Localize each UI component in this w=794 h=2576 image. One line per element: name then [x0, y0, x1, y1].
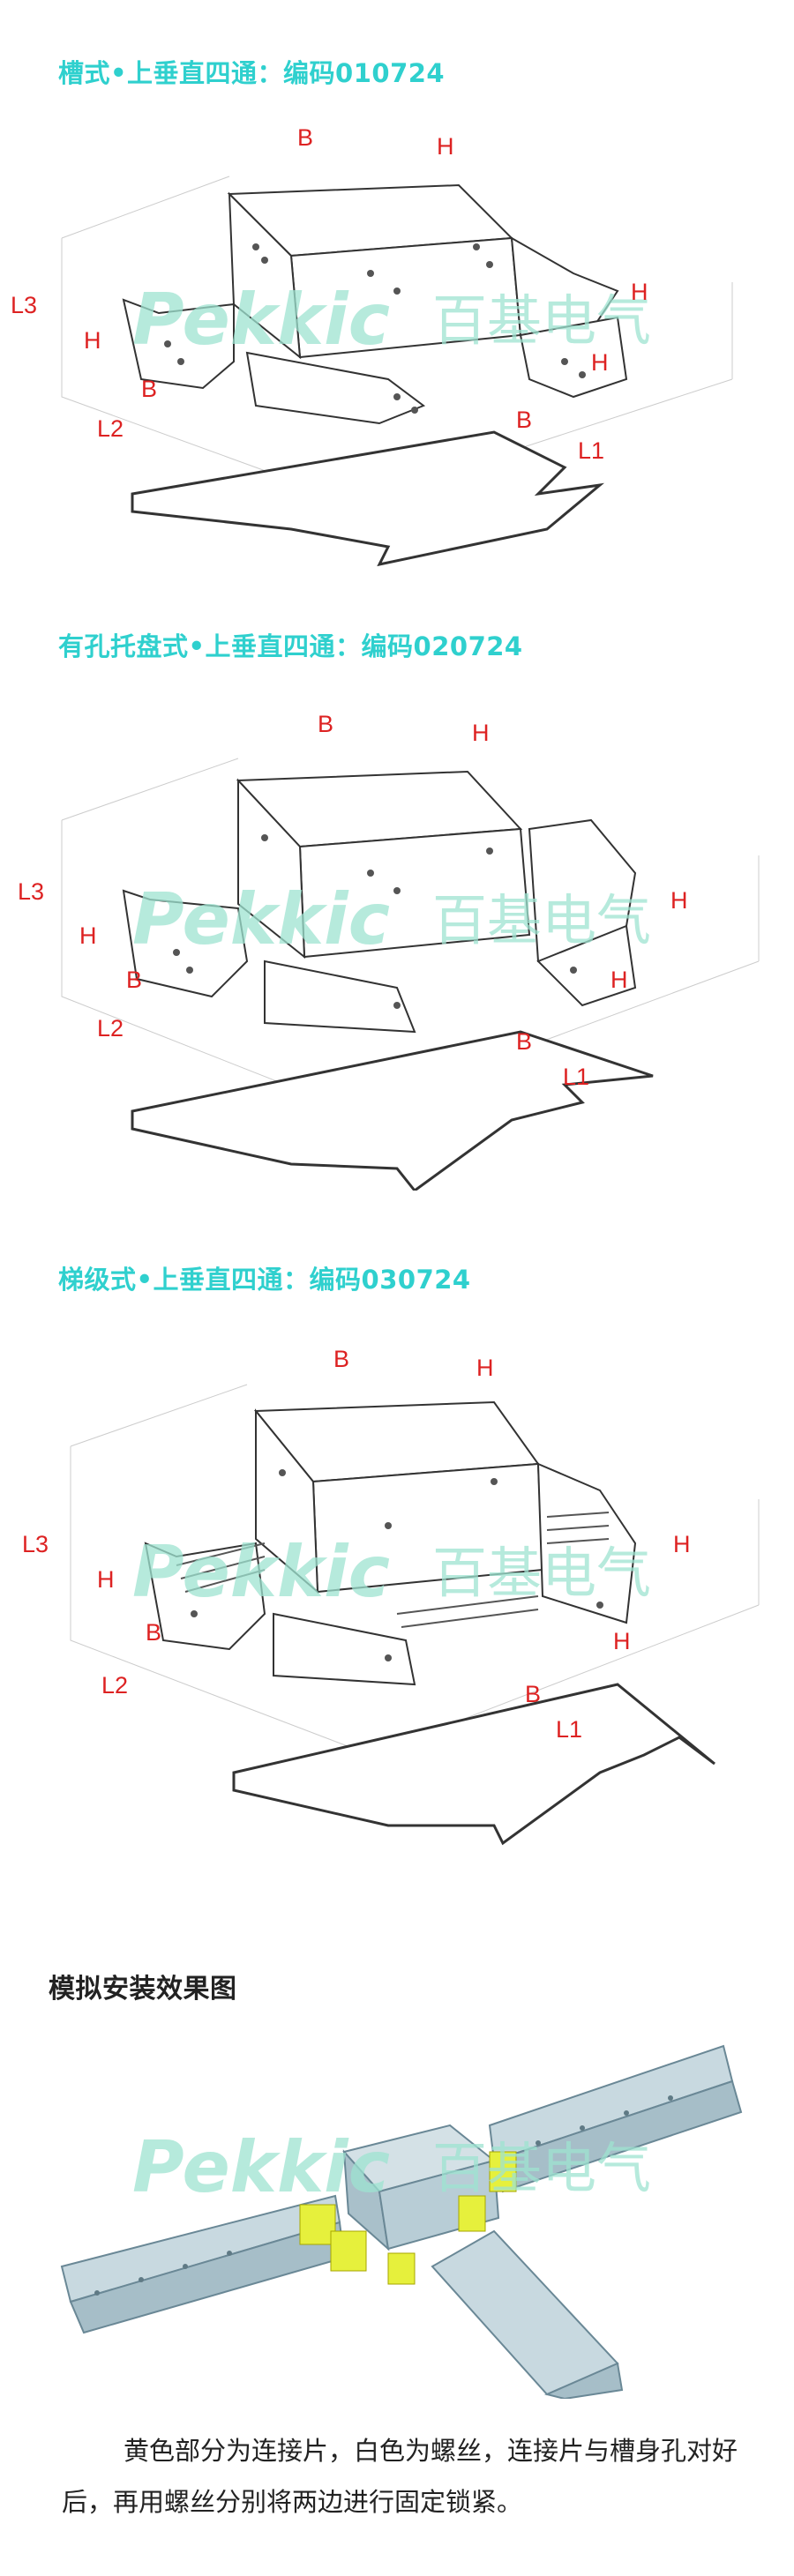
dim-b-top: B: [297, 124, 313, 151]
watermark-cn: 百基电气: [432, 288, 651, 353]
watermark-cn: 百基电气: [432, 1541, 651, 1605]
dim-l1: L1: [556, 1716, 582, 1743]
dim-b-left: B: [141, 376, 157, 402]
dim-h-right: H: [631, 279, 648, 305]
dim-b-top: B: [318, 711, 333, 737]
installation-simulation: Pekkic 百基电气: [60, 2044, 743, 2399]
watermark-latin: Pekkic: [132, 2126, 390, 2208]
dim-l3: L3: [11, 292, 37, 318]
section-title-perforated: 有孔托盘式•上垂直四通：编码020724: [58, 631, 523, 661]
dim-b-base: B: [516, 407, 532, 433]
dim-h-right2: H: [591, 349, 609, 376]
watermark-cn: 百基电气: [432, 2136, 651, 2200]
section-title-ladder: 梯级式•上垂直四通：编码030724: [58, 1265, 471, 1295]
dim-l1: L1: [578, 437, 604, 464]
dim-l1: L1: [563, 1064, 589, 1090]
dim-h-left: H: [84, 327, 101, 354]
watermark-latin: Pekkic: [132, 1531, 390, 1613]
dim-b-left: B: [126, 967, 142, 993]
dim-l2: L2: [97, 415, 124, 442]
dim-h-top: H: [437, 133, 454, 160]
dim-h-top: H: [476, 1355, 494, 1381]
dim-h-top: H: [472, 720, 490, 746]
dim-b-left: B: [146, 1619, 161, 1646]
watermark-latin: Pekkic: [132, 279, 390, 361]
dim-h-left: H: [79, 922, 97, 949]
diagram-trough-tee: Pekkic 百基电气 B H L3 H B L2 H H B L1: [11, 124, 733, 567]
watermark-cn: 百基电气: [432, 888, 651, 952]
dim-l2: L2: [101, 1672, 128, 1699]
dim-l2: L2: [97, 1015, 124, 1042]
dim-h-right: H: [673, 1531, 691, 1557]
installation-note: 黄色部分为连接片，白色为螺丝，连接片与槽身孔对好后，再用螺丝分别将两边进行固定锁…: [62, 2436, 738, 2517]
dim-h-right2: H: [613, 1628, 631, 1654]
dim-b-top: B: [333, 1346, 349, 1372]
dim-h-right: H: [670, 887, 688, 914]
dim-h-left: H: [97, 1566, 115, 1593]
dim-b-base: B: [516, 1028, 532, 1055]
diagram-perforated-tee: Pekkic 百基电气 B H L3 H B L2 H H B L1: [18, 711, 760, 1191]
diagram-ladder-tee: Pekkic 百基电气 B H L3 H B L2 H H B L1: [22, 1346, 760, 1846]
watermark-latin: Pekkic: [132, 878, 390, 960]
dim-h-right2: H: [610, 967, 628, 993]
dim-l3: L3: [22, 1531, 49, 1557]
dim-l3: L3: [18, 878, 44, 905]
section-title-trough: 槽式•上垂直四通：编码010724: [58, 58, 446, 88]
simulation-title: 模拟安装效果图: [49, 1974, 237, 2005]
dim-b-base: B: [525, 1681, 541, 1707]
